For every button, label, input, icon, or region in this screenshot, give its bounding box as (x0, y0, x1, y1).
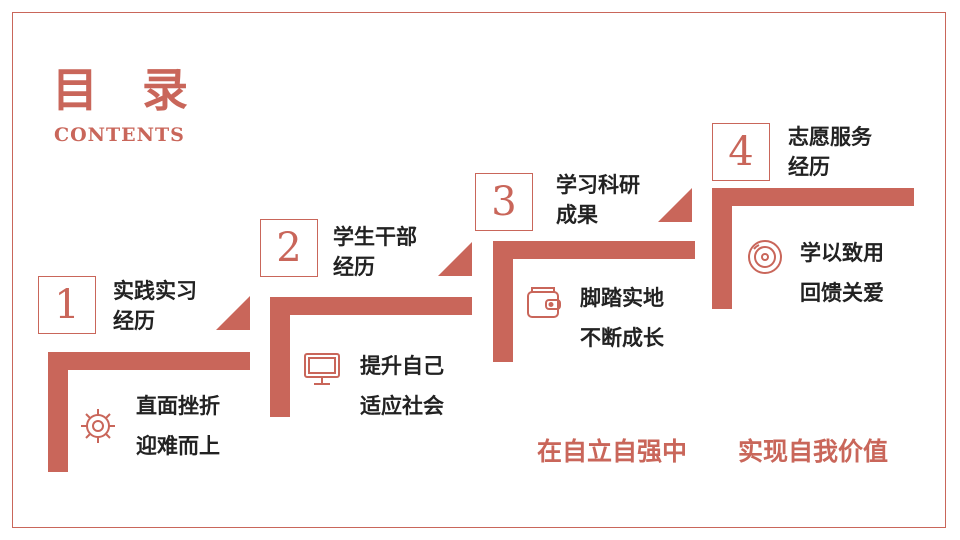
page-frame (12, 12, 946, 528)
step-2-triangle (438, 242, 472, 276)
step-4-desc-line2: 回馈关爱 (800, 281, 884, 305)
step-1-desc-line2: 迎难而上 (136, 434, 220, 458)
step-3-title[interactable]: 学习科研 成果 (556, 170, 640, 230)
step-3-triangle (658, 188, 692, 222)
step-2-title-line2: 经历 (333, 255, 375, 279)
step-1-desc-line1: 直面挫折 (136, 394, 220, 418)
step-2-title[interactable]: 学生干部 经历 (333, 222, 417, 282)
step-1-number: 1 (38, 276, 96, 334)
step-2-title-line1: 学生干部 (333, 225, 417, 249)
gear-icon (81, 409, 115, 443)
step-1-vertical-bar (48, 352, 68, 472)
step-3-title-line1: 学习科研 (556, 173, 640, 197)
step-4-number: 4 (712, 123, 770, 181)
slogan-part1: 在自立自强中 (537, 437, 688, 466)
step-3-vertical-bar (493, 241, 513, 362)
disc-icon (748, 240, 782, 274)
step-1-title[interactable]: 实践实习 经历 (113, 276, 197, 336)
page-title: 目 录 (52, 63, 203, 117)
step-4-title-line2: 经历 (788, 155, 830, 179)
step-1-horizontal-bar (48, 352, 250, 370)
step-2-desc-line2: 适应社会 (360, 394, 444, 418)
step-3-description: 脚踏实地 不断成长 (580, 278, 664, 358)
slogan-part2: 实现自我价值 (738, 437, 889, 466)
step-1-triangle (216, 296, 250, 330)
step-3-title-line2: 成果 (556, 203, 598, 227)
step-2-number: 2 (260, 219, 318, 277)
step-4-description: 学以致用 回馈关爱 (800, 233, 884, 313)
step-4-title-line1: 志愿服务 (788, 125, 872, 149)
step-3-number: 3 (475, 173, 533, 231)
step-4-desc-line1: 学以致用 (800, 241, 884, 265)
wallet-icon (527, 287, 561, 318)
step-4-horizontal-bar (712, 188, 914, 206)
step-3-desc-line1: 脚踏实地 (580, 286, 664, 310)
step-3-desc-line2: 不断成长 (580, 326, 664, 350)
step-3-horizontal-bar (493, 241, 695, 259)
monitor-icon (304, 353, 340, 385)
step-1-title-line1: 实践实习 (113, 279, 197, 303)
step-1-title-line2: 经历 (113, 309, 155, 333)
step-2-horizontal-bar (270, 297, 472, 315)
step-1-description: 直面挫折 迎难而上 (136, 386, 220, 466)
page-subtitle: CONTENTS (54, 124, 185, 146)
step-2-description: 提升自己 适应社会 (360, 346, 444, 426)
step-4-title[interactable]: 志愿服务 经历 (788, 122, 872, 182)
step-2-vertical-bar (270, 297, 290, 417)
step-2-desc-line1: 提升自己 (360, 354, 444, 378)
step-4-vertical-bar (712, 188, 732, 309)
